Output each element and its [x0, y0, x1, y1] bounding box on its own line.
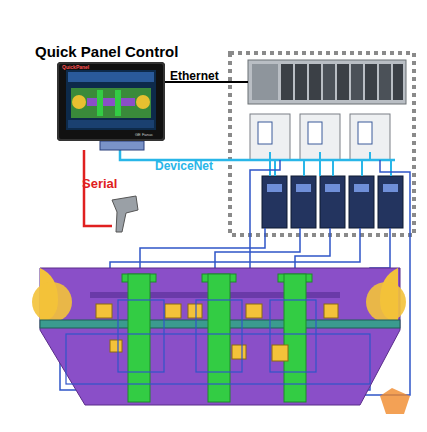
bus-label: Ethernet	[170, 70, 219, 82]
devicenet-drops	[270, 152, 391, 176]
plc-rack	[248, 60, 406, 104]
maker-mark: GE Fanuc	[135, 133, 153, 137]
servo-drives	[262, 176, 403, 228]
diagram-title: Quick Panel Control	[35, 44, 178, 59]
drive-displays	[267, 184, 398, 192]
panel-screen	[57, 62, 165, 141]
bus-label: DeviceNet	[155, 160, 213, 172]
devicenet-cable	[120, 150, 395, 160]
machine-columns	[122, 274, 312, 402]
machine-frame	[32, 268, 406, 405]
barcode-scanner	[112, 196, 138, 232]
watermark-logo	[380, 388, 410, 414]
bus-label: Serial	[82, 177, 117, 190]
cabinet-outline	[230, 53, 414, 235]
panel-connector	[100, 141, 144, 150]
brand-logo: QuickPanel	[62, 65, 89, 70]
touch-panel: QuickPanel GE Fanuc	[57, 62, 165, 141]
machine-actuators	[96, 304, 338, 361]
machine-outlines	[66, 300, 370, 384]
